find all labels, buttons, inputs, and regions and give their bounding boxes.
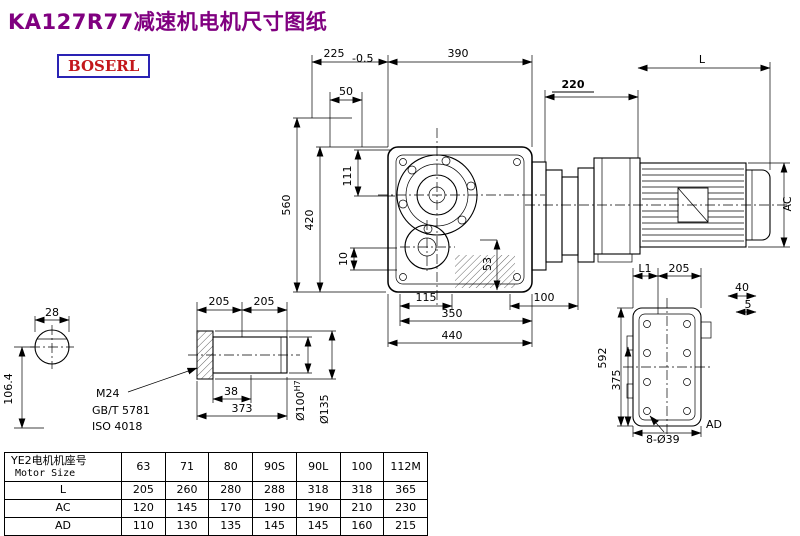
- hole-pattern-label: 8-Ø39: [646, 433, 680, 446]
- row-label: L: [4, 481, 122, 500]
- dim-label-225: 225: [324, 47, 345, 60]
- dim-label-40: 40: [735, 281, 749, 294]
- dim-label-440: 440: [442, 329, 463, 342]
- table-cell: 190: [252, 499, 297, 518]
- table-row-AC: AC 120 145 170 190 190 210 230: [4, 499, 428, 518]
- dim-label-373: 373: [232, 402, 253, 415]
- size-col-header: 90L: [295, 452, 341, 482]
- header-cn-label: YE2电机机座号: [11, 453, 87, 467]
- dim-label-205-right: 205: [254, 295, 275, 308]
- size-col-header: 63: [121, 452, 166, 482]
- dim-label-10: 10: [337, 252, 350, 266]
- dim-label-106-4: 106.4: [2, 373, 15, 405]
- motor-fan-cover: [745, 169, 771, 241]
- dim-label-205-side: 205: [669, 262, 690, 275]
- table-cell: 110: [121, 517, 166, 536]
- dim-label-5: 5: [745, 298, 752, 311]
- header-en-label: Motor Size: [15, 467, 76, 479]
- dim-label-225-tolerance: -0.5: [352, 52, 373, 65]
- dim-label-50: 50: [339, 85, 353, 98]
- dim-label-100: 100: [534, 291, 555, 304]
- dim-label-bore-diameter: Ø100H7: [293, 380, 307, 421]
- dim-label-205-left: 205: [209, 295, 230, 308]
- motor-side-assembly: [525, 157, 788, 271]
- table-cell: 145: [295, 517, 341, 536]
- motor-dimension-table: YE2电机机座号 Motor Size 63 71 80 90S 90L 100…: [4, 452, 428, 536]
- dim-label-592: 592: [596, 348, 609, 369]
- dim-label-AD: AD: [706, 418, 722, 431]
- table-cell: 135: [208, 517, 254, 536]
- dim-label-115: 115: [416, 291, 437, 304]
- table-cell: 210: [339, 499, 385, 518]
- table-cell: 215: [383, 517, 428, 536]
- front-view-dimensions: 225 -0.5 390 50 220 L 560 420 111 10 115…: [280, 47, 794, 347]
- bore-value: Ø100: [294, 391, 307, 421]
- size-col-header: 71: [164, 452, 210, 482]
- table-header-motor-size: YE2电机机座号 Motor Size: [4, 452, 122, 482]
- dim-label-560: 560: [280, 195, 293, 216]
- table-row-AD: AD 110 130 135 145 145 160 215: [4, 517, 428, 536]
- table-cell: 260: [164, 481, 210, 500]
- dim-label-390: 390: [448, 47, 469, 60]
- dim-label-L1: L1: [638, 262, 651, 275]
- dim-label-420: 420: [303, 210, 316, 231]
- row-label: AC: [4, 499, 122, 518]
- row-label: AD: [4, 517, 122, 536]
- standard-iso-label: ISO 4018: [92, 420, 142, 433]
- brand-logo: BOSERL: [57, 54, 151, 78]
- technical-drawing: 225 -0.5 390 50 220 L 560 420 111 10 115…: [2, 47, 794, 446]
- size-col-header: 80: [208, 452, 254, 482]
- table-cell: 190: [295, 499, 341, 518]
- table-cell: 130: [164, 517, 210, 536]
- dim-label-28: 28: [45, 306, 59, 319]
- table-cell: 280: [208, 481, 254, 500]
- dim-label-111: 111: [341, 166, 354, 187]
- table-cell: 288: [252, 481, 297, 500]
- size-col-header: 100: [339, 452, 385, 482]
- dim-label-flange-diameter: Ø135: [318, 394, 331, 424]
- table-cell: 145: [164, 499, 210, 518]
- table-header-row: YE2电机机座号 Motor Size 63 71 80 90S 90L 100…: [4, 452, 428, 482]
- table-cell: 170: [208, 499, 254, 518]
- dim-label-350: 350: [442, 307, 463, 320]
- dim-label-AC: AC: [781, 196, 794, 211]
- table-cell: 120: [121, 499, 166, 518]
- table-cell: 318: [295, 481, 341, 500]
- shaft-cross-section-view: 28 106.4: [2, 306, 74, 429]
- dim-label-220: 220: [562, 78, 585, 91]
- dim-label-L: L: [699, 53, 706, 66]
- thread-spec-label: M24: [96, 387, 120, 400]
- dim-label-53: 53: [481, 257, 494, 271]
- dim-label-375: 375: [610, 370, 623, 391]
- table-cell: 365: [383, 481, 428, 500]
- standard-gb-label: GB/T 5781: [92, 404, 150, 417]
- table-cell: 205: [121, 481, 166, 500]
- table-cell: 145: [252, 517, 297, 536]
- table-row-L: L 205 260 280 288 318 318 365: [4, 481, 428, 500]
- size-col-header: 90S: [252, 452, 297, 482]
- size-col-header: 112M: [383, 452, 428, 482]
- table-cell: 160: [339, 517, 385, 536]
- page-title: KA127R77减速机电机尺寸图纸: [8, 10, 328, 34]
- table-cell: 230: [383, 499, 428, 518]
- table-cell: 318: [339, 481, 385, 500]
- bore-tolerance: H7: [293, 380, 302, 391]
- dim-label-38: 38: [224, 385, 238, 398]
- shaft-detail-view: 205 205 M24 GB/T 5781 ISO 4018 38 373 Ø1…: [92, 295, 336, 433]
- gearbox-front-view: [378, 128, 545, 305]
- mounting-face-side-view: L1 205 40 5 592 375 8-Ø39 AD: [596, 262, 757, 446]
